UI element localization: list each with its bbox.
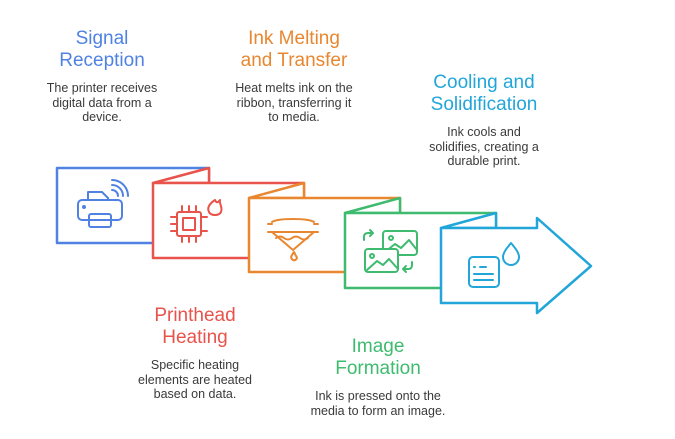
title-line: Cooling and (433, 72, 535, 93)
step-description: Ink is pressed onto the media to form an… (310, 389, 446, 418)
wireless-printer-icon (77, 179, 129, 228)
title-line: Image (351, 336, 405, 357)
step-description: Ink cools and solidifies, creating a dur… (429, 125, 539, 168)
hot-chip-icon (170, 199, 223, 243)
title-line: and Transfer (240, 50, 348, 71)
title-line: Formation (335, 358, 421, 379)
title-line: Heating (162, 327, 228, 348)
title-line: Signal (75, 28, 129, 49)
image-swap-icon (363, 229, 418, 273)
panel-cooling-arrow (439, 211, 593, 315)
step-description: Heat melts ink on the ribbon, transferri… (235, 81, 353, 124)
title-line: Ink Melting (248, 28, 340, 49)
step-description: Specific heating elements are heated bas… (138, 358, 252, 401)
step-description: The printer receives digital data from a… (46, 81, 158, 124)
melting-drip-icon (267, 218, 319, 262)
title-line: Solidification (430, 94, 538, 115)
title-line: Reception (59, 50, 145, 71)
title-line: Printhead (154, 305, 236, 326)
document-drop-icon (468, 242, 520, 288)
